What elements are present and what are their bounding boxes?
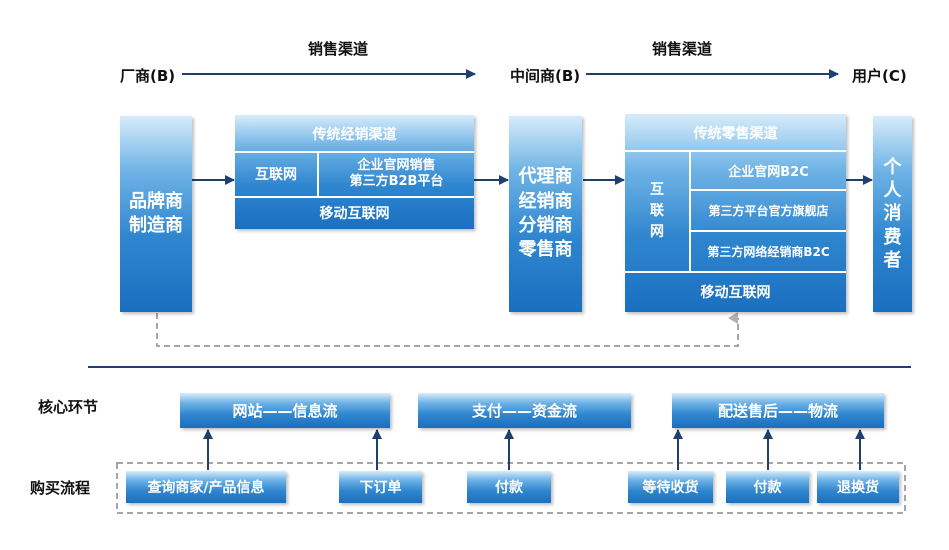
brand-maker-line: 制造商 (129, 215, 183, 236)
direct-dashed-path (156, 312, 739, 347)
agents-line: 零售商 (518, 239, 573, 261)
channel2-internet-char: 联 (650, 202, 664, 219)
channel2-b2c: 企业官网B2C (728, 164, 809, 180)
consumer-char: 者 (883, 250, 902, 272)
purchase-frame (116, 462, 906, 514)
sales-channel-label-2: 销售渠道 (652, 40, 713, 58)
core-logistics-flow: 配送售后——物流 (672, 393, 884, 428)
consumer-char: 费 (883, 226, 902, 248)
consumer-char: 消 (883, 203, 902, 225)
core-info-flow: 网站——信息流 (180, 393, 390, 428)
channel2-box: 传统零售渠道 互 联 网 企业官网B2C 第三方平台官方旗舰店 第三方网络经销商… (625, 114, 846, 312)
purchase-label: 购买流程 (30, 479, 91, 497)
channel2-internet-char: 网 (650, 223, 664, 240)
channel1-top: 传统经销渠道 (312, 127, 397, 143)
agents-line: 分销商 (518, 215, 573, 236)
channel1-box: 传统经销渠道 互联网 企业官网销售 第三方B2B平台 移动互联网 (235, 115, 474, 229)
manufacturer-label: 厂商(B) (120, 67, 176, 85)
core-capital-flow: 支付——资金流 (418, 393, 631, 428)
channel1-online-sales: 企业官网销售 第三方B2B平台 (319, 153, 474, 195)
sales-channel-label-1: 销售渠道 (308, 40, 369, 58)
channel2-internet: 互 联 网 (625, 152, 689, 270)
step-search-info: 查询商家/产品信息 (126, 471, 286, 503)
consumer-box: 个 人 消 费 者 (873, 116, 912, 312)
step-place-order: 下订单 (339, 471, 422, 503)
agents-box: 代理商 经销商 分销商 零售商 (509, 116, 582, 312)
channel2-dealer-b2c: 第三方网络经销商B2C (707, 244, 830, 259)
channel2-flagship: 第三方平台官方旗舰店 (708, 203, 829, 218)
channel1-internet: 互联网 (255, 167, 297, 183)
core-label: 核心环节 (38, 398, 99, 416)
agents-line: 经销商 (518, 190, 573, 212)
step-wait-delivery: 等待收货 (628, 471, 713, 503)
step-return-exchange: 退换货 (817, 471, 899, 503)
consumer-char: 人 (883, 179, 902, 201)
user-label: 用户(C) (852, 67, 907, 85)
consumer-char: 个 (883, 156, 902, 178)
step-pay-2: 付款 (726, 471, 809, 503)
channel1-mobile: 移动互联网 (319, 206, 390, 222)
channel2-top: 传统零售渠道 (693, 126, 778, 142)
channel1-online-line: 第三方B2B平台 (349, 174, 444, 189)
channel2-mobile: 移动互联网 (700, 285, 771, 301)
middleman-label: 中间商(B) (510, 67, 581, 85)
agents-line: 代理商 (518, 166, 573, 188)
channel1-online-line: 企业官网销售 (357, 157, 436, 173)
brand-maker-box: 品牌商 制造商 (120, 116, 192, 312)
channel2-internet-char: 互 (650, 181, 664, 198)
step-pay: 付款 (467, 471, 551, 503)
brand-maker-line: 品牌商 (129, 190, 183, 212)
